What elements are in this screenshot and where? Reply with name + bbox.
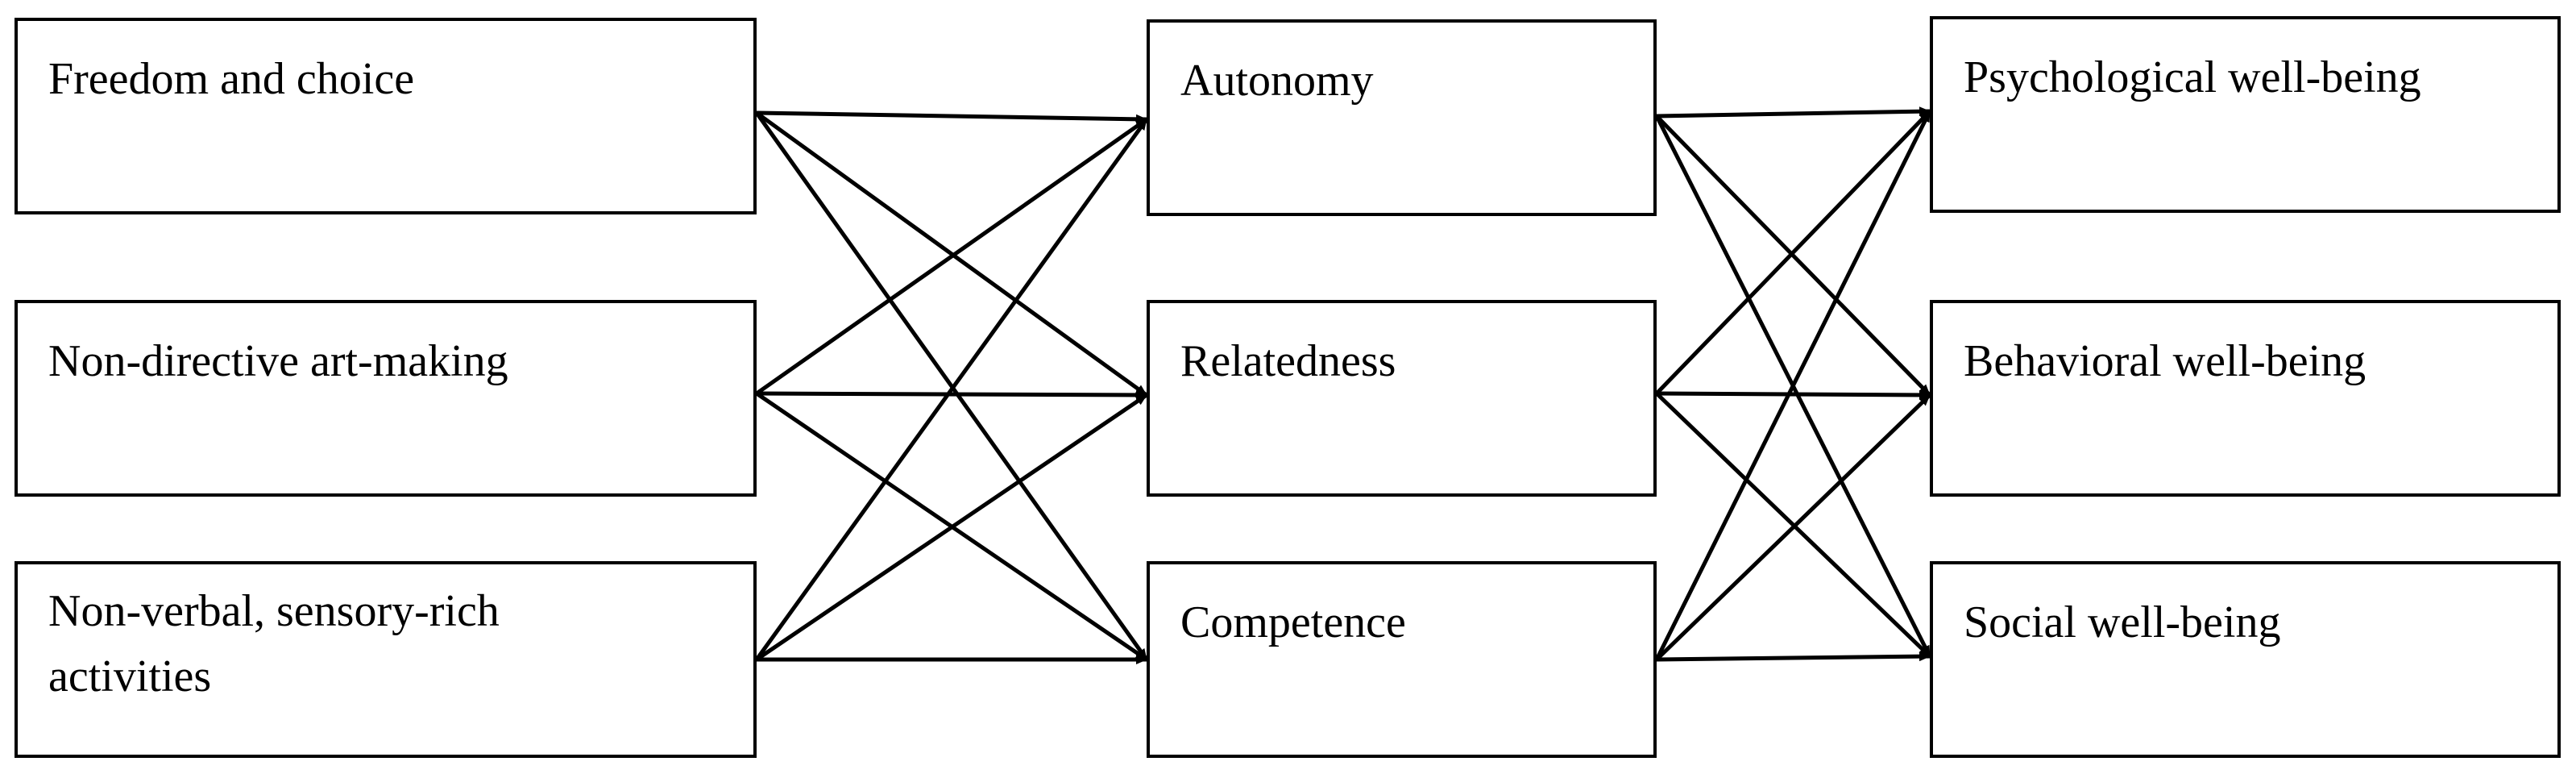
input-to-need-arrow-1-1	[756, 389, 1147, 400]
need-to-outcome-arrow-2-0	[1654, 110, 1932, 661]
outcome-label-psychological: Psychological well-being	[1964, 52, 2421, 102]
need-label-competence: Competence	[1180, 597, 1406, 647]
input-to-need-arrow-0-0	[756, 110, 1147, 124]
need-label-autonomy: Autonomy	[1180, 56, 1374, 106]
input-label-nonverbal: Non-verbal, sensory-rich activities	[48, 586, 500, 702]
need-to-outcome-arrow-0-0	[1656, 106, 1931, 119]
input-box-nonverbal: Non-verbal, sensory-rich activities	[15, 561, 757, 758]
need-box-relatedness: Relatedness	[1147, 300, 1657, 497]
outcome-label-behavioral: Behavioral well-being	[1964, 336, 2367, 386]
input-label-freedom: Freedom and choice	[48, 54, 415, 104]
input-label-nondirective: Non-directive art-making	[48, 336, 508, 386]
need-to-outcome-arrow-1-1	[1656, 389, 1931, 400]
outcome-label-social: Social well-being	[1964, 597, 2281, 647]
need-to-outcome-arrow-0-1	[1655, 114, 1931, 397]
need-to-outcome-arrow-2-2	[1656, 651, 1931, 662]
need-label-relatedness: Relatedness	[1180, 336, 1396, 386]
need-box-competence: Competence	[1147, 561, 1657, 758]
input-box-nondirective: Non-directive art-making	[15, 300, 757, 497]
input-to-need-arrow-2-1	[755, 393, 1148, 662]
need-to-outcome-arrow-1-0	[1655, 110, 1931, 395]
input-box-freedom: Freedom and choice	[15, 18, 757, 214]
input-to-need-arrow-1-0	[755, 117, 1148, 396]
need-box-autonomy: Autonomy	[1147, 19, 1657, 216]
outcome-box-social: Social well-being	[1930, 561, 2561, 758]
outcome-box-behavioral: Behavioral well-being	[1930, 300, 2561, 497]
need-to-outcome-arrow-2-1	[1655, 393, 1931, 661]
outcome-box-psychological: Psychological well-being	[1930, 16, 2561, 213]
input-to-need-arrow-2-0	[754, 118, 1149, 661]
